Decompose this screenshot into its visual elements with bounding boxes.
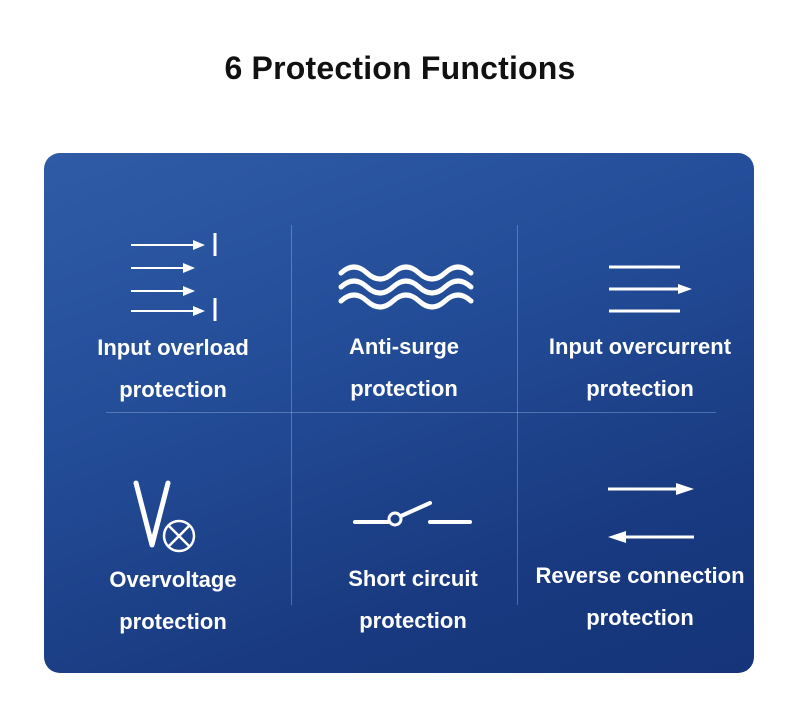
function-short-circuit: Short circuit protection	[295, 453, 531, 673]
overcurrent-icon	[609, 265, 692, 313]
function-input-overcurrent: Input overcurrent protection	[522, 223, 754, 449]
function-label: Anti-surge protection	[349, 334, 459, 401]
function-label: Input overcurrent protection	[548, 334, 732, 401]
function-input-overload: Input overload protection	[55, 223, 291, 449]
function-label: Input overload protection	[97, 335, 249, 402]
divider-vertical-left	[291, 225, 292, 605]
function-anti-surge: Anti-surge protection	[286, 223, 522, 449]
divider-horizontal	[106, 412, 716, 413]
wave-icon	[338, 264, 474, 310]
function-overvoltage: Overvoltage protection	[55, 453, 291, 673]
switch-icon	[353, 501, 472, 527]
function-reverse-connection: Reverse connection protection	[522, 453, 754, 673]
reverse-arrows-icon	[608, 483, 694, 543]
function-label: Overvoltage protection	[109, 567, 237, 634]
overload-icon	[131, 233, 217, 321]
function-label: Reverse connection protection	[535, 563, 745, 630]
overvoltage-icon	[133, 480, 196, 553]
divider-vertical-right	[517, 225, 518, 605]
protection-panel: Input overload protection Anti-surge pro…	[44, 153, 754, 673]
function-label: Short circuit protection	[348, 566, 478, 633]
page-title: 6 Protection Functions	[224, 50, 576, 86]
